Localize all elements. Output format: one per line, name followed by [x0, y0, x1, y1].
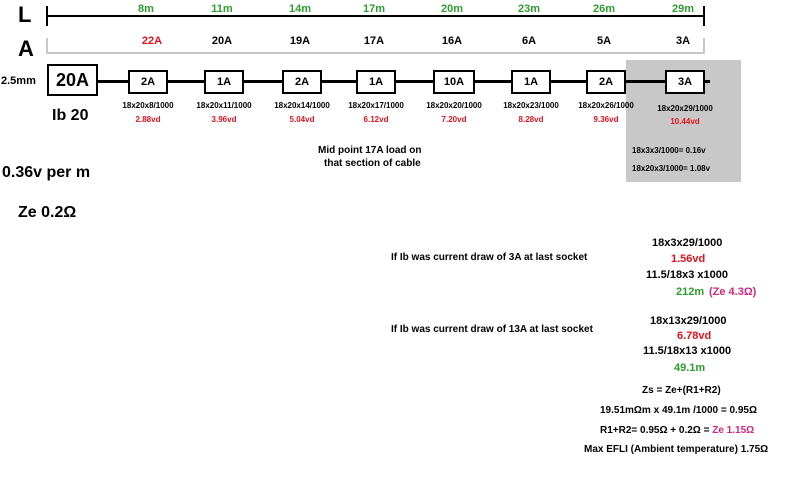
scenario-13a-label: If Ib was current draw of 13A at last so… [391, 324, 593, 335]
socket-vd: 10.44vd [670, 117, 700, 126]
socket-calc: 18x20x8/1000 [122, 101, 174, 110]
l-axis-end-tick [703, 6, 705, 26]
socket-calc: 18x20x14/1000 [274, 101, 330, 110]
socket-box: 2A [128, 70, 168, 94]
zs-line-2: R1+R2= 0.95Ω + 0.2Ω = Ze 1.15Ω [600, 425, 754, 436]
scenario-3a-result-ze: (Ze 4.3Ω) [709, 286, 757, 298]
socket-vd: 5.04vd [289, 115, 315, 124]
scenario-3a-calc-2: 11.5/18x3 x1000 [646, 269, 728, 281]
max-efli: Max EFLI (Ambient temperature) 1.75Ω [584, 444, 769, 455]
socket-box: 2A [282, 70, 322, 94]
panel-line-2: 18x20x3/1000= 1.08v [632, 164, 711, 173]
amp-label: 19A [289, 35, 311, 47]
socket-box: 1A [356, 70, 396, 94]
distance-label: 23m [517, 3, 541, 15]
distance-label: 20m [440, 3, 464, 15]
socket-calc: 18x20x29/1000 [657, 104, 713, 113]
zs-line-1: 19.51mΩm x 49.1m /1000 = 0.95Ω [600, 405, 757, 416]
socket-vd: 3.96vd [211, 115, 237, 124]
socket-calc: 18x20x20/1000 [426, 101, 482, 110]
distance-label: 11m [211, 3, 233, 15]
socket-calc: 18x20x17/1000 [348, 101, 404, 110]
scenario-13a-calc-2: 11.5/18x13 x1000 [643, 345, 732, 357]
midpoint-note-line-1: Mid point 17A load on [318, 145, 422, 156]
scenario-3a-calc-1: 18x3x29/1000 [652, 237, 723, 249]
socket-vd: 7.20vd [441, 115, 467, 124]
volts-per-metre: 0.36v per m [2, 164, 91, 181]
zs-formula: Zs = Ze+(R1+R2) [642, 385, 721, 396]
amp-label: 5A [596, 35, 612, 47]
amp-label: 22A [141, 35, 163, 47]
distance-label: 17m [362, 3, 386, 15]
amp-label: 16A [441, 35, 463, 47]
zs-line-2-result: Ze 1.15Ω [712, 425, 755, 436]
socket-vd: 9.36vd [593, 115, 619, 124]
amp-label: 3A [675, 35, 691, 47]
amp-label: 6A [521, 35, 537, 47]
zs-line-2-prefix: R1+R2= 0.95Ω + 0.2Ω = [600, 425, 713, 436]
socket-calc: 18x20x23/1000 [503, 101, 559, 110]
socket-vd: 2.88vd [135, 115, 161, 124]
socket-calc: 18x20x26/1000 [578, 101, 634, 110]
scenario-3a-result: 212m [676, 286, 705, 298]
distance-label: 8m [138, 3, 154, 15]
a-axis-letter: A [18, 36, 34, 61]
cable-line [98, 80, 710, 83]
distance-label: 29m [671, 3, 695, 15]
ze-value: Ze 0.2Ω [18, 204, 77, 221]
socket-box: 3A [665, 70, 705, 94]
ib-label: Ib 20 [52, 107, 89, 124]
distance-label: 14m [288, 3, 312, 15]
socket-box: 1A [511, 70, 551, 94]
a-axis-line [46, 52, 704, 54]
cable-size-label: 2.5mm [1, 75, 36, 87]
l-axis-line [46, 15, 704, 17]
midpoint-note-line-2: that section of cable [324, 158, 421, 169]
socket-box: 10A [433, 70, 475, 94]
a-axis-end-tick [703, 38, 705, 54]
breaker-box: 20A [47, 64, 98, 96]
scenario-13a-vd: 6.78vd [677, 330, 712, 342]
socket-box: 1A [204, 70, 244, 94]
a-axis-start-tick [46, 38, 48, 54]
l-axis-letter: L [18, 2, 32, 27]
socket-vd: 6.12vd [363, 115, 389, 124]
l-axis-start-tick [46, 6, 48, 26]
scenario-13a-result: 49.1m [674, 362, 706, 374]
scenario-3a-vd: 1.56vd [671, 253, 706, 265]
scenario-3a-label: If Ib was current draw of 3A at last soc… [391, 252, 588, 263]
socket-box: 2A [586, 70, 626, 94]
panel-line-1: 18x3x3/1000= 0.16v [632, 146, 706, 155]
amp-label: 17A [363, 35, 385, 47]
amp-label: 20A [211, 35, 233, 47]
scenario-13a-calc-1: 18x13x29/1000 [650, 315, 727, 327]
socket-vd: 8.28vd [518, 115, 544, 124]
socket-calc: 18x20x11/1000 [196, 101, 252, 110]
distance-label: 26m [592, 3, 616, 15]
